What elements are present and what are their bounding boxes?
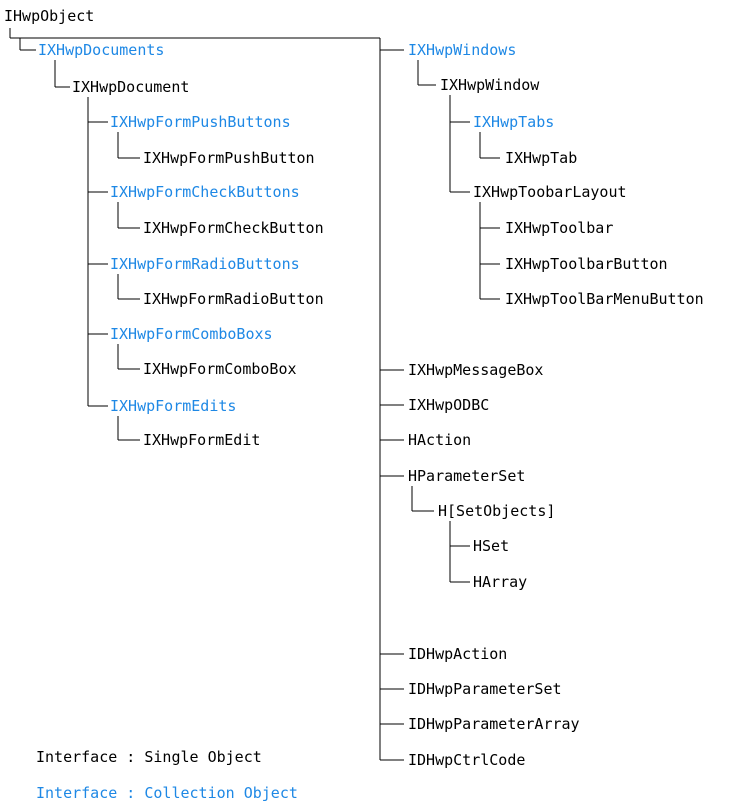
node-haction: HAction (408, 431, 472, 449)
node-ixhwpformpushbutton: IXHwpFormPushButton (143, 149, 315, 167)
node-ixhwpodbc: IXHwpODBC (408, 396, 490, 414)
node-ixhwpformcheckbuttons: IXHwpFormCheckButtons (110, 183, 300, 201)
node-ixhwpdocument: IXHwpDocument (72, 78, 190, 96)
node-idhwpparameterset: IDHwpParameterSet (408, 680, 562, 698)
node-ixhwpdocuments: IXHwpDocuments (38, 41, 165, 59)
legend-single-object: Interface : Single Object (36, 748, 262, 766)
node-root: IHwpObject (4, 7, 95, 25)
legend-collection-object: Interface : Collection Object (36, 784, 298, 802)
node-ixhwpformcomboboxs: IXHwpFormComboBoxs (110, 325, 273, 343)
node-ixhwpformradiobuttons: IXHwpFormRadioButtons (110, 255, 300, 273)
node-ixhwpmessagebox: IXHwpMessageBox (408, 361, 544, 379)
node-ixhwptoobarlayout: IXHwpToobarLayout (473, 183, 627, 201)
node-ixhwpformcombobox: IXHwpFormComboBox (143, 360, 297, 378)
node-ixhwptab: IXHwpTab (505, 149, 578, 167)
node-ixhwptoolbar: IXHwpToolbar (505, 219, 614, 237)
node-idhwpparameterarray: IDHwpParameterArray (408, 715, 580, 733)
node-ixhwpformedits: IXHwpFormEdits (110, 397, 237, 415)
node-hset: HSet (473, 537, 510, 555)
node-ixhwptabs: IXHwpTabs (473, 113, 555, 131)
node-hparameterset: HParameterSet (408, 467, 526, 485)
node-ixhwpwindow: IXHwpWindow (440, 76, 540, 94)
node-ixhwpwindows: IXHwpWindows (408, 41, 517, 59)
node-hsetobjects: H[SetObjects] (438, 502, 556, 520)
node-ixhwptoolbarmenubutton: IXHwpToolBarMenuButton (505, 290, 704, 308)
node-ixhwpformcheckbutton: IXHwpFormCheckButton (143, 219, 324, 237)
node-ixhwpformradiobutton: IXHwpFormRadioButton (143, 290, 324, 308)
node-ixhwptoolbarbutton: IXHwpToolbarButton (505, 255, 668, 273)
node-ixhwpformedit: IXHwpFormEdit (143, 431, 261, 449)
node-ixhwpformpushbuttons: IXHwpFormPushButtons (110, 113, 291, 131)
node-idhwpctrlcode: IDHwpCtrlCode (408, 751, 526, 769)
node-idhwpaction: IDHwpAction (408, 645, 508, 663)
node-harray: HArray (473, 573, 528, 591)
